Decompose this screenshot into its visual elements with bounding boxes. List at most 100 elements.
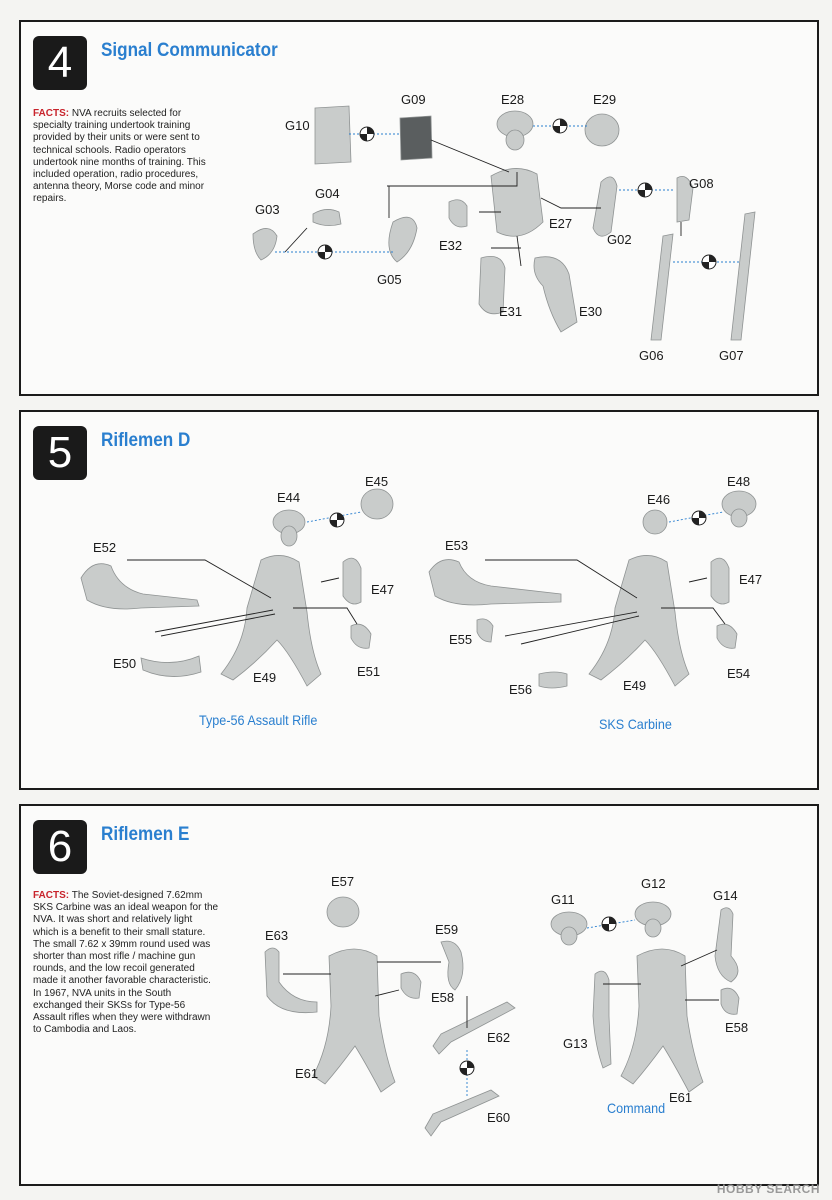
label-e52: E52 (93, 540, 116, 555)
swap-icons (459, 916, 617, 1076)
label-e54: E54 (727, 666, 750, 681)
facts-text: FACTS: NVA recruits selected for special… (33, 108, 221, 206)
step-number: 5 (33, 426, 87, 480)
caption-command: Command (607, 1100, 666, 1116)
label-g08: G08 (689, 176, 714, 191)
caption-sks: SKS Carbine (599, 716, 672, 732)
facts-body: NVA recruits selected for specialty trai… (33, 108, 206, 205)
part-e54 (716, 623, 738, 649)
label-e50: E50 (113, 656, 136, 671)
part-e58 (400, 971, 422, 999)
part-g14 (714, 907, 739, 983)
label-e58: E58 (431, 990, 454, 1005)
part-e58-b (720, 987, 740, 1015)
label-e45: E45 (365, 474, 388, 489)
part-e32 (448, 199, 468, 228)
facts-label: FACTS: (33, 890, 70, 901)
part-g02 (592, 176, 618, 237)
part-e52 (80, 563, 200, 610)
label-e46: E46 (647, 492, 670, 507)
label-e32: E32 (439, 238, 462, 253)
label-e47: E47 (371, 582, 394, 597)
step-number: 4 (33, 36, 87, 90)
step-number: 6 (33, 820, 87, 874)
label-g14: G14 (713, 888, 738, 903)
part-e57 (326, 896, 360, 928)
label-e44: E44 (277, 490, 300, 505)
part-e49 (220, 555, 322, 687)
label-e60: E60 (487, 1110, 510, 1125)
label-g07: G07 (719, 348, 744, 363)
part-e62 (432, 1001, 516, 1055)
step-5-panel: 5 Riflemen D (19, 410, 819, 790)
label-g06: G06 (639, 348, 664, 363)
label-e51: E51 (357, 664, 380, 679)
label-e56: E56 (509, 682, 532, 697)
label-e49: E49 (253, 670, 276, 685)
watermark: HOBBY SEARCH (716, 1182, 820, 1196)
part-e61-b (620, 948, 704, 1093)
part-e51 (350, 623, 372, 649)
label-g03: G03 (255, 202, 280, 217)
label-e61-b: E61 (669, 1090, 692, 1105)
part-g13 (592, 970, 612, 1069)
label-e49-b: E49 (623, 678, 646, 693)
part-e59 (440, 940, 464, 991)
label-e55: E55 (449, 632, 472, 647)
part-e31 (478, 255, 506, 315)
step-title: Signal Communicator (101, 40, 278, 61)
label-g12: G12 (641, 876, 666, 891)
label-e61: E61 (295, 1066, 318, 1081)
part-e60 (424, 1089, 500, 1137)
label-e58-b: E58 (725, 1020, 748, 1035)
label-e63: E63 (265, 928, 288, 943)
step-4-diagram: G10 G09 E28 E29 G04 G03 G05 E32 E27 G02 … (252, 92, 756, 363)
label-g09: G09 (401, 92, 426, 107)
swap-icons (317, 118, 717, 270)
label-e28: E28 (501, 92, 524, 107)
part-e56 (538, 671, 568, 689)
part-e61 (312, 948, 396, 1093)
part-e47-b (710, 557, 730, 605)
part-e63 (264, 947, 318, 1014)
facts-label: FACTS: (33, 108, 70, 119)
part-g09 (399, 115, 433, 161)
part-e46 (642, 509, 668, 535)
part-e55 (476, 618, 494, 643)
facts-text: FACTS: The Soviet-designed 7.62mm SKS Ca… (33, 890, 219, 1036)
swap-icons (329, 510, 707, 528)
part-e30 (533, 256, 578, 333)
part-e47 (342, 557, 362, 605)
label-e59: E59 (435, 922, 458, 937)
part-g04 (312, 209, 342, 226)
label-g13: G13 (563, 1036, 588, 1051)
label-e48: E48 (727, 474, 750, 489)
part-g03 (252, 228, 278, 261)
facts-body: The Soviet-designed 7.62mm SKS Carbine w… (33, 890, 219, 1036)
part-e49-b (588, 555, 690, 687)
part-g07 (730, 211, 756, 341)
step-6-panel: 6 Riflemen E FACTS: The Soviet-designed … (19, 804, 819, 1186)
label-e47-b: E47 (739, 572, 762, 587)
part-labels: G10 G09 E28 E29 G04 G03 G05 E32 E27 G02 … (255, 92, 744, 363)
part-e53 (428, 559, 562, 606)
label-g11: G11 (551, 892, 575, 907)
part-e27 (490, 168, 544, 237)
part-g10 (314, 105, 352, 165)
label-g05: G05 (377, 272, 402, 287)
label-e62: E62 (487, 1030, 510, 1045)
label-e29: E29 (593, 92, 616, 107)
step-title: Riflemen D (101, 430, 191, 451)
label-e57: E57 (331, 874, 354, 889)
label-g04: G04 (315, 186, 340, 201)
label-g02: G02 (607, 232, 632, 247)
part-e45 (360, 488, 394, 520)
label-e27: E27 (549, 216, 572, 231)
part-e29 (584, 113, 620, 147)
part-e50 (140, 655, 202, 677)
label-g10: G10 (285, 118, 310, 133)
caption-type56: Type-56 Assault Rifle (199, 712, 318, 728)
label-e31: E31 (499, 304, 522, 319)
step-6-diagram: E57 E63 E59 E58 E62 E61 E60 G11 G12 G14 … (264, 874, 748, 1137)
part-g05 (388, 216, 418, 263)
